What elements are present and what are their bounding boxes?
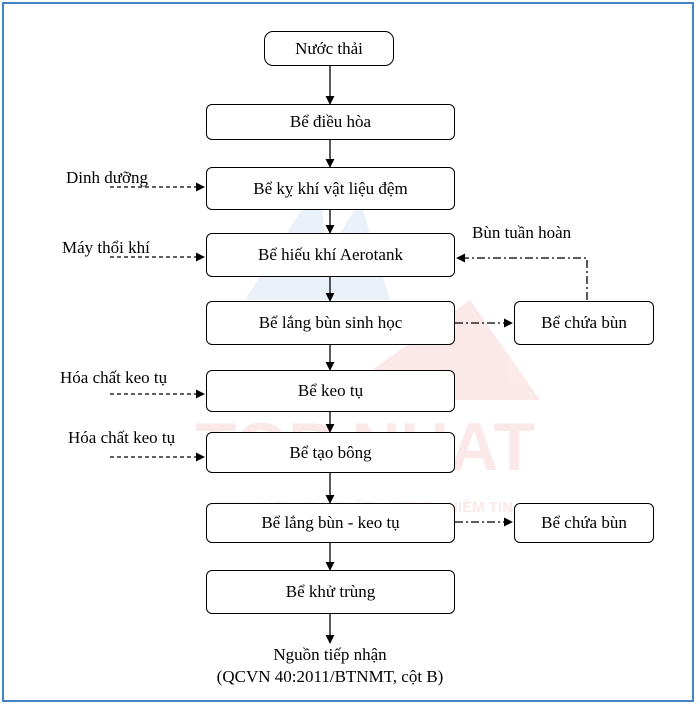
step-equalization: Bể điều hòa [206,104,455,140]
step-disinfection: Bể khử trùng [206,570,455,614]
recycle-arrow [456,253,588,300]
step-chem-settling: Bể lắng bùn - keo tụ [206,503,455,543]
input-label-blower: Máy thổi khí [62,238,150,257]
step-coagulation: Bể keo tụ [206,370,455,412]
step-anaerobic: Bể kỵ khí vật liệu đệm [206,167,455,210]
input-label-nutrients: Dinh dưỡng [66,168,148,187]
step-aerotank: Bể hiếu khí Aerotank [206,233,455,277]
receiver-line-1: Nguồn tiếp nhận [273,645,387,664]
sludge-tank-2: Bể chứa bùn [514,503,654,543]
input-label-coagulant-2: Hóa chất keo tụ [68,428,176,447]
recycle-label: Bùn tuần hoàn [472,223,572,242]
step-flocculation: Bể tạo bông [206,432,455,473]
step-source: Nước thải [264,31,394,66]
input-label-coagulant-1: Hóa chất keo tụ [60,368,168,387]
receiver-line-2: (QCVN 40:2011/BTNMT, cột B) [216,667,444,686]
sludge-tank-1: Bể chứa bùn [514,301,654,345]
step-bio-settling: Bể lắng bùn sinh học [206,301,455,345]
